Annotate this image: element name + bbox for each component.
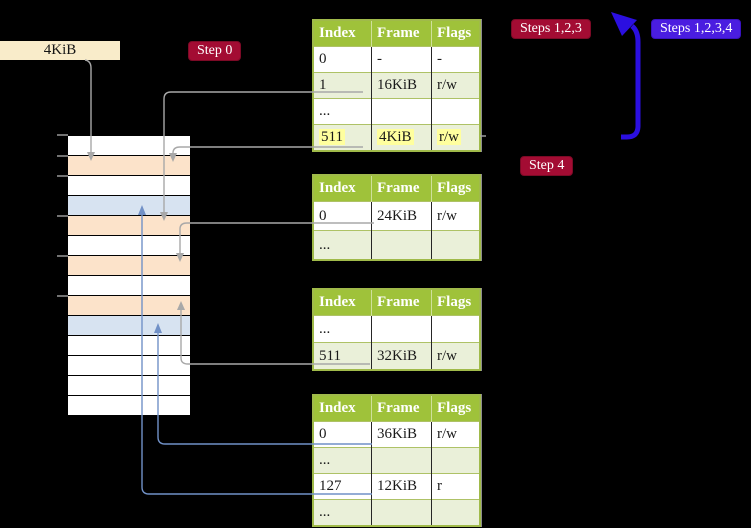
table-cell: ... bbox=[313, 447, 372, 474]
table-cell: 12KiB bbox=[371, 473, 432, 500]
table-cell: r bbox=[431, 473, 480, 500]
highlighted-value: r/w bbox=[437, 129, 461, 145]
table-cell: ... bbox=[313, 98, 372, 125]
table-cell: 0 bbox=[313, 421, 372, 448]
table-cell: 4KiB bbox=[371, 124, 432, 151]
badge-step-4: Step 4 bbox=[520, 156, 574, 176]
memory-frame-row-11 bbox=[68, 356, 190, 375]
table-cell: r/w bbox=[431, 342, 480, 370]
table-cell: ... bbox=[313, 499, 372, 526]
table-row: ... bbox=[313, 315, 480, 343]
table-row: ... bbox=[313, 499, 480, 526]
memory-frame-row-0 bbox=[68, 136, 190, 155]
column-header: Frame bbox=[371, 289, 432, 316]
table-cell: - bbox=[371, 46, 432, 73]
table-cell: r/w bbox=[431, 421, 480, 448]
memory-frame-row-5 bbox=[68, 236, 190, 255]
table-cell: 511 bbox=[313, 124, 372, 151]
table-cell: r/w bbox=[431, 201, 480, 231]
badge-steps-1-2-3: Steps 1,2,3 bbox=[511, 19, 591, 39]
table-cell: 36KiB bbox=[371, 421, 432, 448]
table-cell bbox=[431, 447, 480, 474]
table-cell: - bbox=[431, 46, 480, 73]
memory-frame-row-8 bbox=[68, 296, 190, 315]
memory-frame-row-7 bbox=[68, 276, 190, 295]
column-header: Frame bbox=[371, 395, 432, 422]
highlighted-value: 4KiB bbox=[377, 129, 414, 145]
column-header: Frame bbox=[371, 175, 432, 202]
physical-memory-strip bbox=[68, 136, 190, 416]
page-size-label: 4KiB bbox=[0, 41, 120, 60]
table-row: ... bbox=[313, 230, 480, 260]
thick-blue-loop-arrow bbox=[611, 12, 641, 140]
table-cell: 0 bbox=[313, 201, 372, 231]
table-cell bbox=[431, 315, 480, 343]
column-header: Flags bbox=[431, 175, 480, 202]
table-cell: ... bbox=[313, 230, 372, 260]
memory-frame-row-9 bbox=[68, 316, 190, 335]
table-cell: 24KiB bbox=[371, 201, 432, 231]
memory-tick-marks bbox=[57, 134, 68, 297]
table-cell bbox=[371, 499, 432, 526]
column-header: Flags bbox=[431, 20, 480, 47]
table-cell bbox=[431, 499, 480, 526]
column-header: Frame bbox=[371, 20, 432, 47]
memory-frame-row-6 bbox=[68, 256, 190, 275]
table-cell: 511 bbox=[313, 342, 372, 370]
memory-frame-row-3 bbox=[68, 196, 190, 215]
memory-frame-row-12 bbox=[68, 376, 190, 395]
column-header: Flags bbox=[431, 289, 480, 316]
column-header: Index bbox=[313, 289, 372, 316]
table-cell: r/w bbox=[431, 72, 480, 99]
table-cell: r/w bbox=[431, 124, 480, 151]
table-cell: 16KiB bbox=[371, 72, 432, 99]
column-header: Flags bbox=[431, 395, 480, 422]
badge-steps-1-2-3-4: Steps 1,2,3,4 bbox=[651, 19, 742, 39]
memory-frame-row-13 bbox=[68, 396, 190, 415]
memory-frame-row-2 bbox=[68, 176, 190, 195]
table-cell bbox=[431, 98, 480, 125]
table-row: 511 4KiB r/w bbox=[313, 124, 480, 151]
table-cell bbox=[371, 98, 432, 125]
table-cell bbox=[431, 230, 480, 260]
table-cell: 0 bbox=[313, 46, 372, 73]
table-row: 0-- bbox=[313, 46, 480, 73]
highlighted-value: 511 bbox=[319, 129, 345, 145]
table-cell: ... bbox=[313, 315, 372, 343]
badge-step-0: Step 0 bbox=[188, 41, 242, 61]
column-header: Index bbox=[313, 175, 372, 202]
memory-frame-row-1 bbox=[68, 156, 190, 175]
memory-frame-row-4 bbox=[68, 216, 190, 235]
table-cell: 1 bbox=[313, 72, 372, 99]
table-cell bbox=[371, 315, 432, 343]
memory-frame-row-10 bbox=[68, 336, 190, 355]
table-cell bbox=[371, 447, 432, 474]
table-cell: 32KiB bbox=[371, 342, 432, 370]
table-row: ... bbox=[313, 447, 480, 474]
table-row: ... bbox=[313, 98, 480, 125]
table-cell: 127 bbox=[313, 473, 372, 500]
table-cell bbox=[371, 230, 432, 260]
column-header: Index bbox=[313, 395, 372, 422]
column-header: Index bbox=[313, 20, 372, 47]
